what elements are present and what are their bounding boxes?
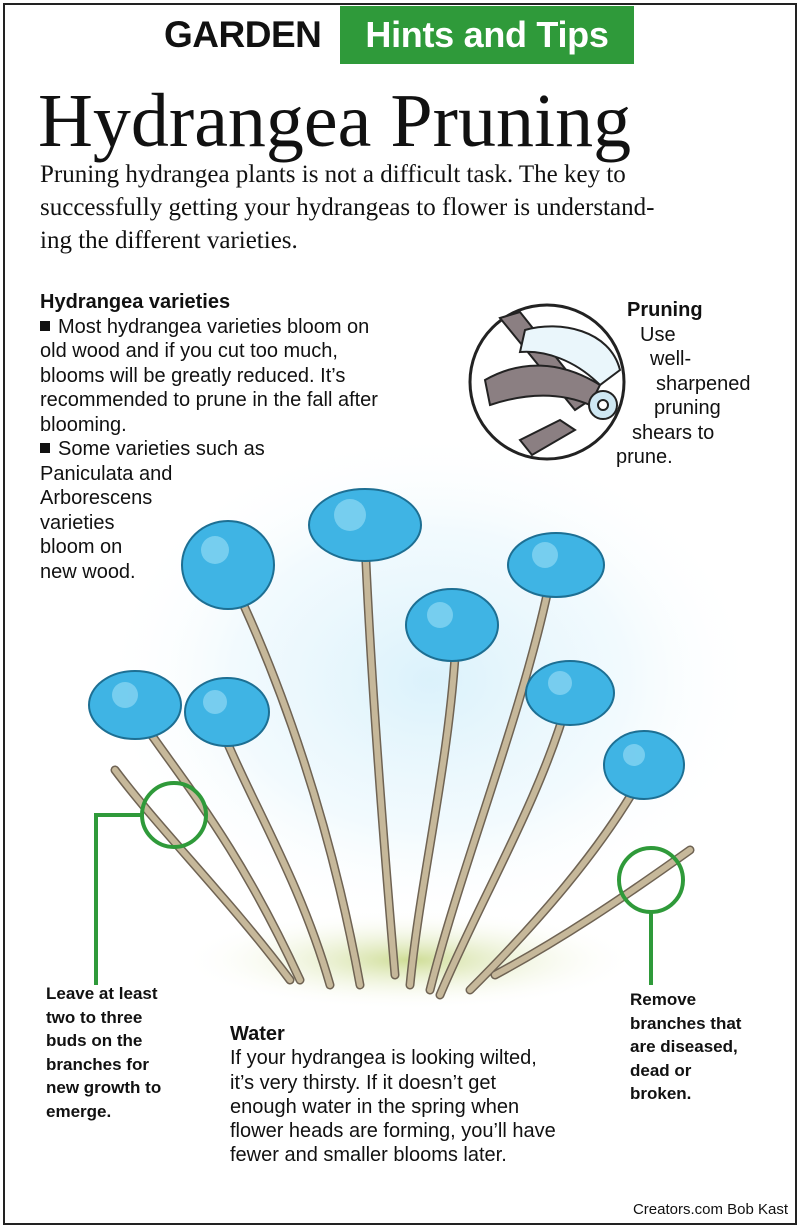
buds-note-line: Leave at least <box>46 984 158 1003</box>
water-text: enough water in the spring when <box>230 1095 520 1118</box>
intro-line: Pruning hydrangea plants is not a diffic… <box>40 161 626 188</box>
varieties-text: bloom on <box>40 536 123 558</box>
flower-highlights <box>112 499 645 766</box>
intro-paragraph: Pruning hydrangea plants is not a diffic… <box>40 158 775 257</box>
varieties-text: new wood. <box>40 560 136 583</box>
flower-head <box>525 660 615 726</box>
varieties-section: Hydrangea varieties Most hydrangea varie… <box>40 290 460 584</box>
varieties-text: Arborescens <box>40 487 153 509</box>
pruning-text: sharpened <box>656 372 751 395</box>
buds-note-line: buds on the <box>46 1031 143 1050</box>
pruning-text: Use <box>640 323 676 346</box>
buds-note-line: emerge. <box>46 1101 112 1121</box>
remove-note-line: broken. <box>630 1084 692 1103</box>
callout-left <box>94 781 208 985</box>
remove-note-line: branches that <box>630 1013 742 1033</box>
flower-head <box>405 588 499 662</box>
page-border <box>3 3 797 1225</box>
water-text: If your hydrangea is looking wilted, <box>230 1047 537 1070</box>
varieties-text: blooming. <box>40 413 127 436</box>
page-title: Hydrangea Pruning <box>38 79 632 163</box>
varieties-heading: Hydrangea varieties <box>40 291 231 313</box>
varieties-text: Paniculata and <box>40 462 173 485</box>
pruning-text: prune. <box>616 446 673 468</box>
stems-fill <box>112 537 693 998</box>
water-section: Water If your hydrangea is looking wilte… <box>230 1022 630 1168</box>
flower-head <box>507 532 605 598</box>
flower-head <box>88 670 182 740</box>
varieties-text: old wood and if you cut too much, <box>40 340 338 362</box>
bullet-square-icon <box>40 443 50 453</box>
varieties-text: Most hydrangea varieties bloom on <box>58 315 370 338</box>
remove-note-line: dead or <box>630 1060 692 1080</box>
varieties-text: blooms will be greatly reduced. It’s <box>40 364 346 387</box>
water-heading: Water <box>230 1023 285 1045</box>
remove-note-line: are diseased, <box>630 1037 738 1056</box>
pruning-shears-icon <box>468 303 626 461</box>
credit-line: Creators.com Bob Kast <box>632 1201 788 1218</box>
intro-line: successfully getting your hydrangeas to … <box>40 194 655 221</box>
callout-right <box>617 846 685 985</box>
pruning-section: Pruning Use well- sharpened pruning shea… <box>612 298 792 470</box>
header-hints-and-tips: Hints and Tips <box>340 6 634 64</box>
header-garden: GARDEN <box>164 14 322 55</box>
water-text: fewer and smaller blooms later. <box>230 1144 507 1167</box>
pruning-text: pruning <box>654 397 721 419</box>
intro-line: ing the different varieties. <box>40 227 298 254</box>
pruning-text: shears to <box>632 421 715 444</box>
flower-head <box>184 677 270 747</box>
pruning-text: well- <box>650 348 692 370</box>
buds-note-line: branches for <box>46 1054 149 1074</box>
varieties-text: Some varieties such as <box>58 438 265 460</box>
remove-branches-note: Remove branches that are diseased, dead … <box>630 988 795 1106</box>
bullet-square-icon <box>40 320 50 331</box>
varieties-text: varieties <box>40 511 115 534</box>
pruning-heading: Pruning <box>627 299 703 321</box>
buds-note: Leave at least two to three buds on the … <box>46 982 206 1123</box>
water-text: flower heads are forming, you’ll have <box>230 1120 556 1143</box>
varieties-text: recommended to prune in the fall after <box>40 389 378 411</box>
water-text: it’s very thirsty. If it doesn’t get <box>230 1071 497 1094</box>
remove-note-line: Remove <box>630 990 697 1009</box>
buds-note-line: new growth to <box>46 1078 162 1097</box>
flower-head <box>603 730 685 800</box>
buds-note-line: two to three <box>46 1007 143 1027</box>
